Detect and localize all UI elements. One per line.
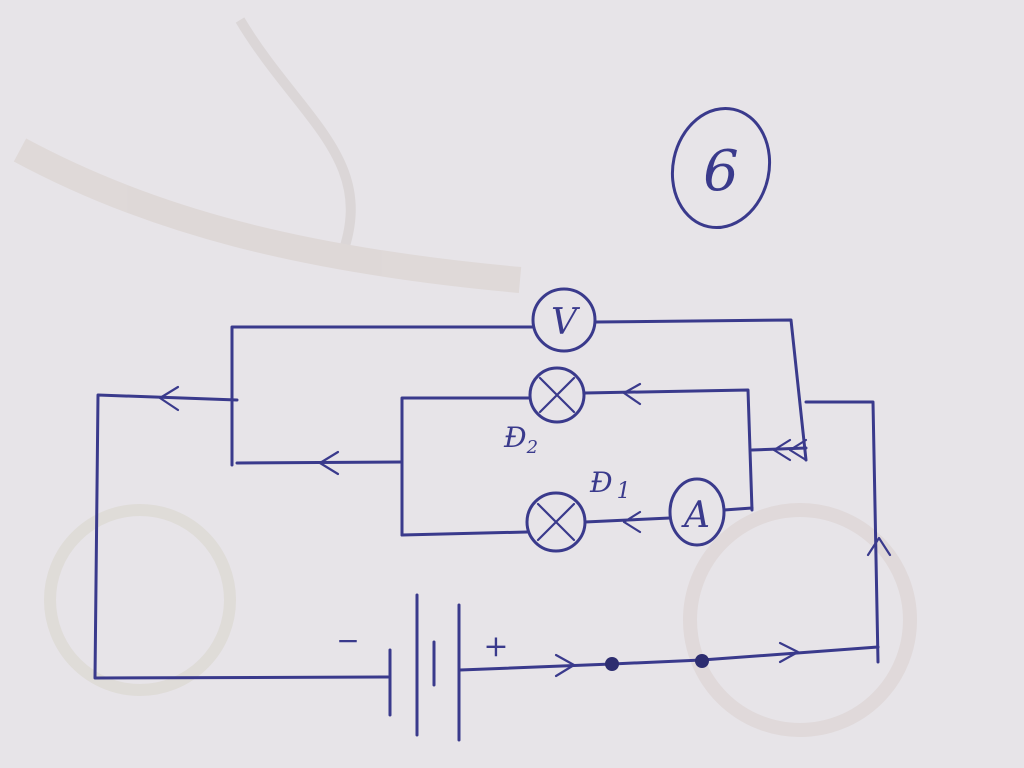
- arrow-middle: [318, 450, 340, 476]
- lamp1-branch-wire-left: [400, 530, 529, 537]
- voltmeter-wire-right: [594, 318, 808, 462]
- right-junction-wire: [750, 446, 808, 452]
- lamp1-subscript: 1: [617, 479, 631, 504]
- arrow-bottom-left: [554, 653, 576, 678]
- ammeter: A: [668, 477, 726, 547]
- arrow-lamp1: [622, 510, 642, 534]
- page-number: 6: [703, 139, 739, 204]
- lamp2-label: Đ2: [503, 421, 538, 458]
- outer-left-wire: [93, 393, 390, 680]
- bottom-right-wire: [700, 645, 880, 662]
- ammeter-to-junction-wire: [722, 506, 754, 512]
- arrow-bottom-right: [778, 641, 800, 664]
- ammeter-label: A: [681, 495, 710, 536]
- voltmeter-label: V: [551, 302, 581, 343]
- voltmeter-wire-left: [230, 325, 534, 467]
- paper-background-pattern: [13, 17, 917, 737]
- lamp-2: Đ2: [503, 366, 586, 458]
- battery-positive-label: +: [483, 629, 508, 664]
- bottom-wire: [458, 662, 614, 672]
- voltmeter: V: [531, 287, 597, 353]
- lamp2-branch-wire-right: [583, 388, 754, 512]
- lamp2-branch-wire-left: [400, 396, 532, 537]
- switch-contact-left: [605, 657, 619, 671]
- arrow-right-junction-2: [788, 438, 808, 462]
- page-number-marker: 6: [670, 106, 772, 230]
- outer-right-wire: [804, 400, 880, 664]
- arrow-outer-right: [866, 536, 892, 557]
- switch-contact-right: [695, 654, 709, 668]
- switch-gap-wire: [610, 658, 704, 666]
- battery-negative-label: −: [336, 624, 359, 657]
- circuit-wires: [93, 318, 880, 680]
- arrow-right-junction: [772, 438, 792, 462]
- arrow-lamp2: [622, 382, 642, 406]
- battery: − +: [336, 593, 509, 742]
- arrow-left-top: [158, 385, 180, 412]
- lamp2-subscript: 2: [526, 437, 538, 458]
- current-arrows: [158, 382, 892, 678]
